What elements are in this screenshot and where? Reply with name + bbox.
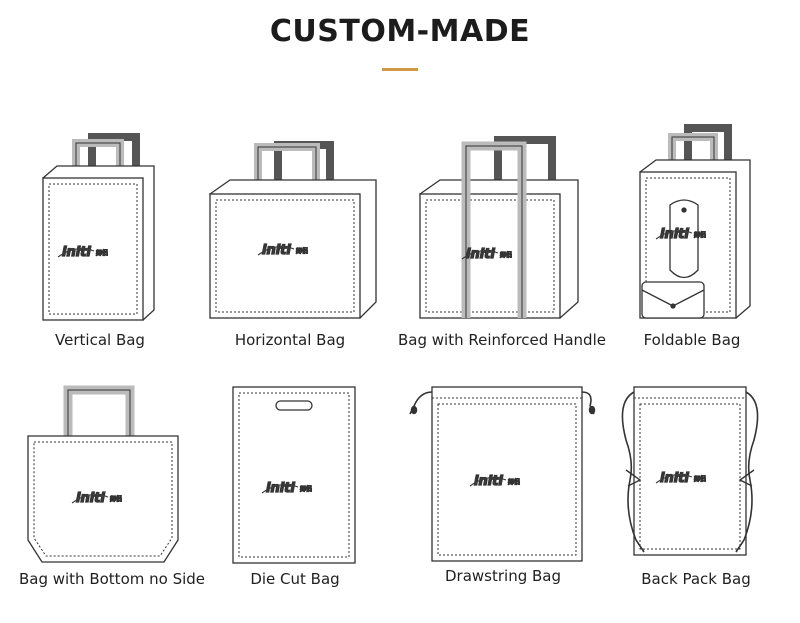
- caption-drawstring-bag: Drawstring Bag: [444, 567, 561, 585]
- die-cut-bag-icon: [232, 386, 356, 564]
- caption-reinforced-handle-bag: Bag with Reinforced Handle: [398, 331, 606, 349]
- bottom-no-side-bag-icon: [27, 385, 179, 563]
- back-pack-bag-icon: [621, 386, 759, 556]
- vertical-bag-icon: [42, 133, 155, 321]
- foldable-bag-icon: [639, 124, 751, 319]
- caption-foldable-bag: Foldable Bag: [643, 331, 741, 349]
- reinforced-handle-bag-icon: [418, 136, 579, 319]
- title-underline: [382, 68, 418, 71]
- horizontal-bag-icon: [208, 141, 377, 319]
- caption-bottom-no-side-bag: Bag with Bottom no Side: [18, 570, 206, 588]
- caption-horizontal-bag: Horizontal Bag: [234, 331, 346, 349]
- caption-vertical-bag: Vertical Bag: [55, 331, 145, 349]
- caption-die-cut-bag: Die Cut Bag: [250, 570, 340, 588]
- page-title: CUSTOM-MADE: [269, 14, 531, 49]
- caption-back-pack-bag: Back Pack Bag: [641, 570, 751, 588]
- drawstring-bag-icon: [409, 386, 596, 562]
